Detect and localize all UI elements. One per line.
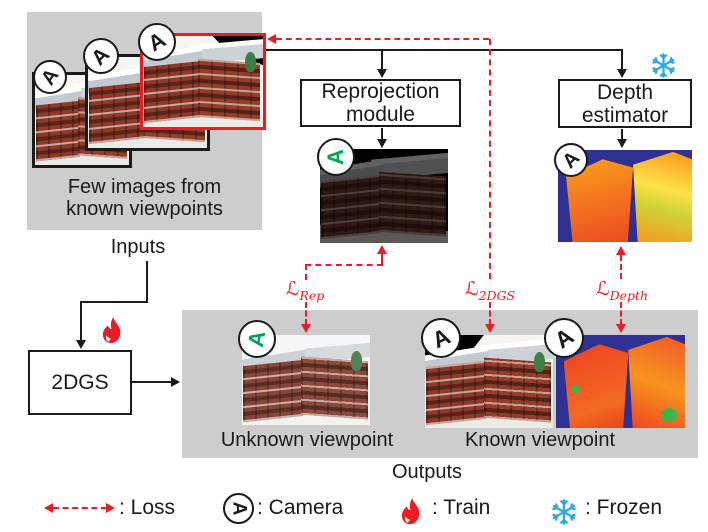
building-tree bbox=[245, 52, 256, 73]
arrowhead-into-reprojection bbox=[377, 69, 387, 78]
reprojection-label-line2: module bbox=[346, 103, 415, 126]
depth-map-green-blob bbox=[660, 408, 678, 423]
arrowhead-into-depth-estimator bbox=[617, 69, 627, 78]
gaussian-2dgs-box: 2DGS bbox=[28, 350, 132, 415]
arrowhead-lrep-down bbox=[301, 324, 311, 333]
flame-train-icon bbox=[102, 317, 121, 344]
building-tree bbox=[350, 351, 363, 371]
loss-label-2dgs: ℒ2DGS bbox=[448, 278, 532, 303]
depth-map-green-blob bbox=[571, 385, 581, 393]
arrowhead-loss-to-input bbox=[267, 34, 276, 44]
building-wall bbox=[378, 172, 446, 237]
loss-subscript: 2DGS bbox=[478, 287, 516, 303]
camera-icon: A bbox=[554, 143, 588, 177]
legend-flame-icon bbox=[401, 498, 420, 525]
camera-icon: A bbox=[33, 60, 67, 94]
loss-line-rep bbox=[305, 302, 307, 325]
inputs-caption: Few images from known viewpoints bbox=[27, 176, 262, 220]
camera-icon-novel-view: A bbox=[238, 320, 276, 358]
connector-reprojection-to-render bbox=[381, 128, 383, 140]
legend-loss-arrowhead-right bbox=[106, 503, 115, 513]
depth-map-block bbox=[633, 151, 692, 242]
arrowhead-into-reprojection-render bbox=[377, 139, 387, 148]
connector-to-reprojection bbox=[381, 49, 383, 70]
connector-inputs-down2 bbox=[80, 301, 82, 341]
legend-train-label: : Train bbox=[432, 496, 491, 519]
outputs-label: Outputs bbox=[391, 461, 463, 483]
building-illustration bbox=[143, 36, 263, 127]
loss-subscript: Depth bbox=[609, 287, 649, 303]
loss-symbol: ℒ bbox=[285, 278, 300, 300]
connector-input-to-modules bbox=[264, 49, 622, 51]
building-wall bbox=[89, 82, 146, 145]
building-wall bbox=[144, 61, 201, 124]
arrowhead-lrep-up bbox=[377, 245, 387, 254]
camera-icon: A bbox=[421, 318, 461, 358]
loss-line-top bbox=[276, 38, 489, 40]
inputs-label: Inputs bbox=[110, 236, 166, 258]
loss-label-depth: ℒDepth bbox=[580, 278, 664, 303]
camera-glyph: A bbox=[427, 322, 454, 353]
reprojection-module-box: Reprojection module bbox=[300, 79, 461, 127]
arrowhead-ldepth-down bbox=[616, 324, 626, 333]
building-wall bbox=[321, 174, 382, 240]
building-tree bbox=[533, 351, 546, 373]
camera-icon: A bbox=[83, 38, 119, 74]
snowflake-frozen-icon bbox=[652, 53, 675, 78]
camera-glyph: A bbox=[558, 147, 584, 173]
arrowhead-ldepth-up bbox=[616, 246, 626, 255]
loss-line-2dgs-vertical bbox=[489, 39, 491, 279]
loss-line-rep-jog bbox=[305, 264, 383, 266]
building-wall bbox=[243, 359, 304, 422]
camera-glyph: A bbox=[87, 42, 115, 70]
gaussian-2dgs-label: 2DGS bbox=[51, 371, 109, 394]
arrowhead-into-depth-render bbox=[617, 139, 627, 148]
reprojection-label-line1: Reprojection bbox=[321, 80, 440, 103]
building-wall bbox=[426, 360, 487, 425]
connector-2dgs-to-outputs bbox=[132, 381, 172, 383]
inputs-caption-line1: Few images from bbox=[67, 176, 222, 198]
camera-glyph: A bbox=[322, 149, 348, 165]
camera-icon: A bbox=[544, 318, 584, 358]
connector-depth-to-render bbox=[621, 129, 623, 140]
legend-loss-arrowhead-left bbox=[44, 503, 53, 513]
legend-loss-label: : Loss bbox=[119, 496, 176, 519]
loss-symbol: ℒ bbox=[595, 278, 610, 300]
building-wall bbox=[35, 100, 81, 162]
known-viewpoint-caption: Known viewpoint bbox=[464, 429, 616, 451]
connector-inputs-down bbox=[146, 261, 148, 303]
camera-icon: A bbox=[138, 23, 176, 61]
loss-symbol: ℒ bbox=[464, 278, 479, 300]
depth-estimator-label-line2: estimator bbox=[581, 103, 669, 127]
camera-glyph: A bbox=[36, 64, 64, 90]
loss-line-2dgs bbox=[489, 302, 491, 325]
loss-line-rep bbox=[381, 254, 383, 265]
loss-line-rep bbox=[305, 264, 307, 280]
depth-map-illustration bbox=[556, 335, 685, 428]
legend-loss-dashed-line bbox=[53, 507, 107, 509]
depth-estimator-box: Depth estimator bbox=[558, 79, 692, 128]
camera-glyph: A bbox=[242, 328, 271, 349]
depth-estimator-label-line1: Depth bbox=[596, 80, 654, 104]
loss-line-depth bbox=[620, 302, 622, 325]
legend-camera-label: : Camera bbox=[257, 496, 344, 519]
legend-frozen-label: : Frozen bbox=[585, 496, 663, 519]
arrowhead-into-outputs bbox=[171, 377, 180, 387]
camera-glyph: A bbox=[549, 322, 578, 354]
camera-icon-novel-view: A bbox=[317, 138, 355, 176]
loss-subscript: Rep bbox=[299, 287, 325, 303]
loss-label-rep: ℒRep bbox=[263, 278, 347, 303]
camera-glyph: A bbox=[143, 26, 170, 57]
legend-snowflake-icon bbox=[552, 499, 576, 525]
arrowhead-into-2dgs bbox=[76, 340, 86, 349]
camera-glyph: A bbox=[227, 501, 249, 516]
loss-line-depth bbox=[620, 255, 622, 279]
inputs-caption-line2: known viewpoints bbox=[66, 198, 223, 220]
arrowhead-l2dgs-down bbox=[485, 324, 495, 333]
legend-camera-icon: A bbox=[223, 493, 254, 524]
known-viewpoint-depth-image bbox=[556, 335, 685, 428]
unknown-viewpoint-caption: Unknown viewpoint bbox=[220, 429, 394, 451]
connector-to-depth-estimator bbox=[621, 49, 623, 70]
connector-inputs-left bbox=[80, 301, 148, 303]
